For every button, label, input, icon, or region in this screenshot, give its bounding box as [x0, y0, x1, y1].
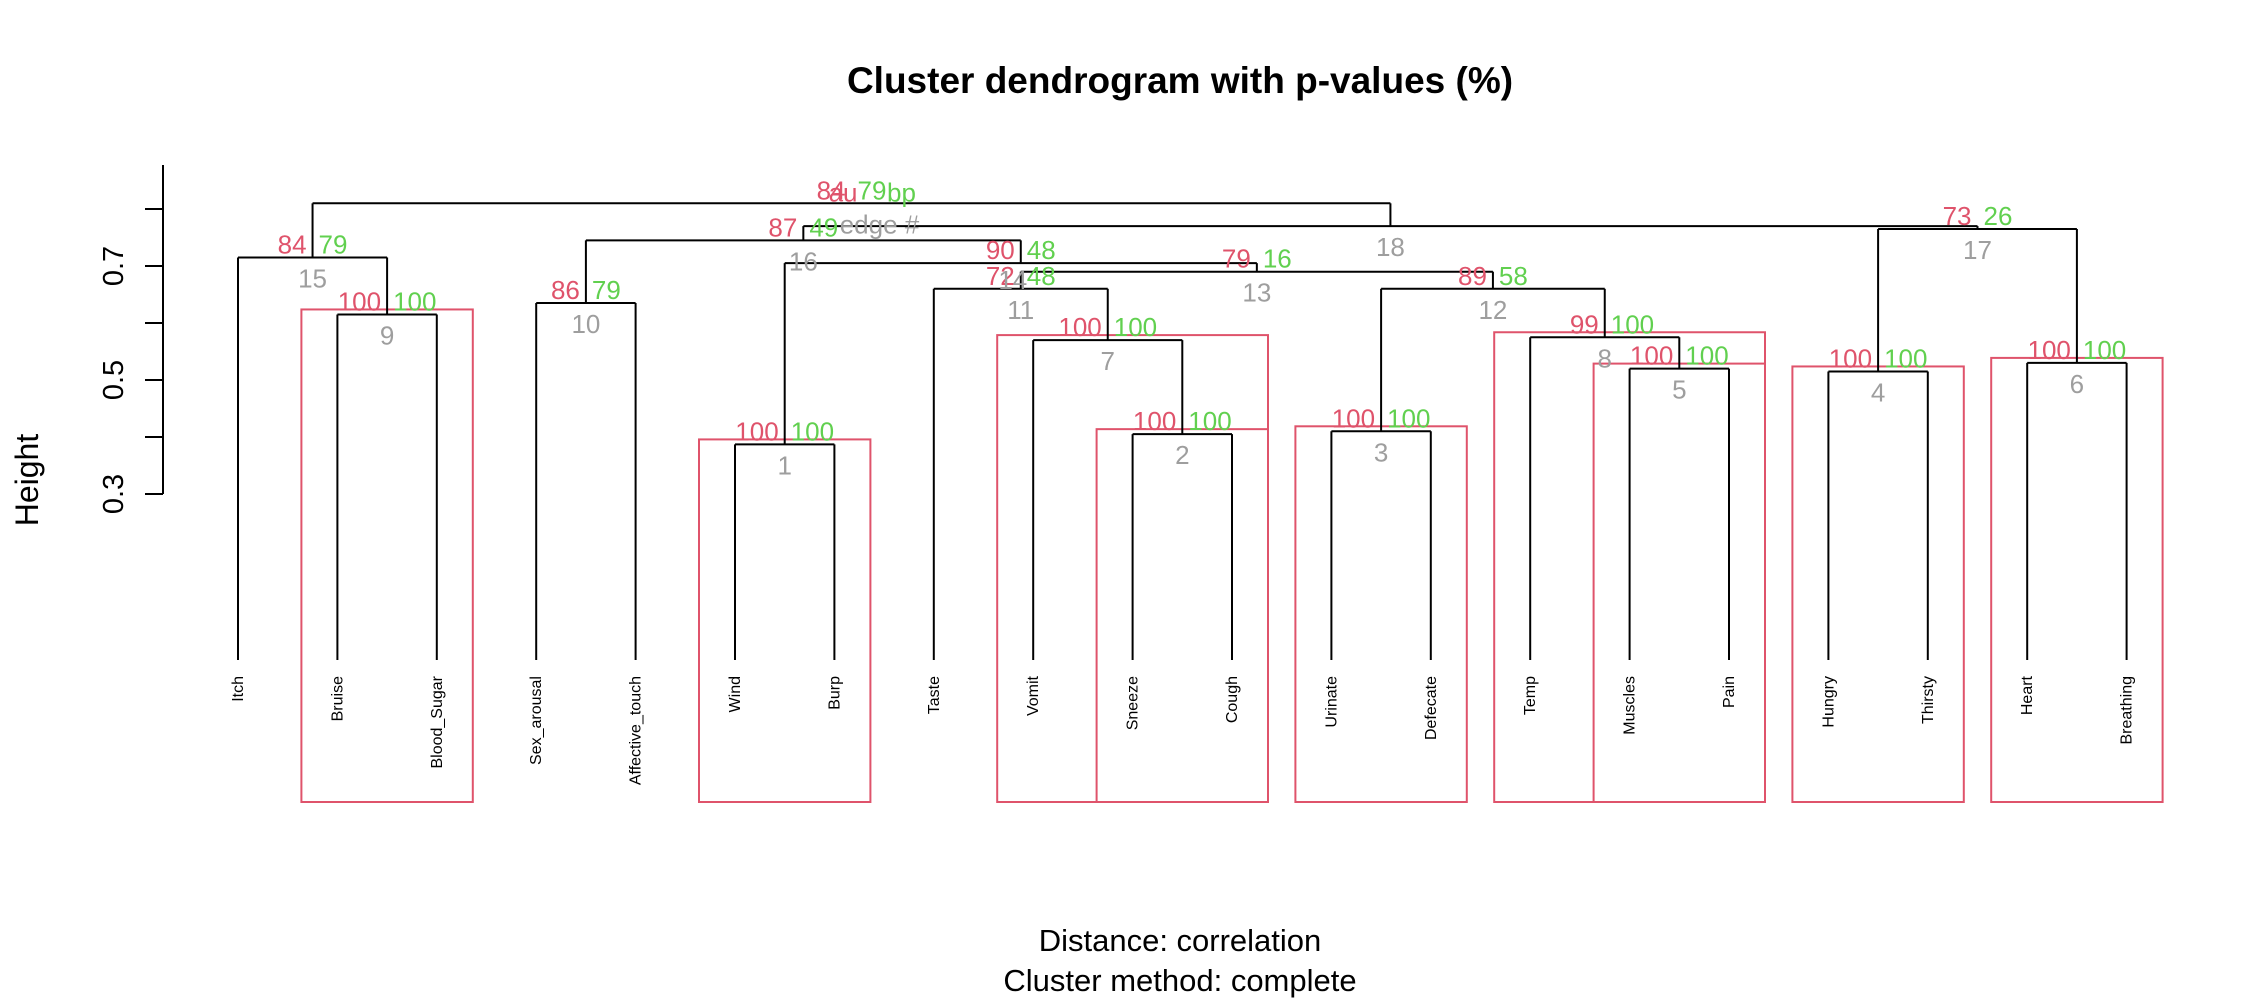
leaf-label: Thirsty [1920, 676, 1937, 724]
edge-number: 10 [571, 309, 600, 339]
edge-number: 17 [1963, 235, 1992, 265]
leaf-label: Sneeze [1125, 676, 1142, 730]
bp-value: 100 [791, 416, 834, 446]
bp-value: 100 [1884, 343, 1927, 373]
leaf-label: Temp [1522, 676, 1539, 715]
edge-number: 8 [1598, 343, 1612, 373]
bp-value: 79 [857, 175, 886, 205]
au-value: 100 [735, 416, 778, 446]
bp-value: 100 [1611, 309, 1654, 339]
leaf-label: Sex_arousal [528, 676, 545, 765]
au-value: 100 [1332, 403, 1375, 433]
y-axis: 0.3 0.5 0.7 [98, 165, 164, 514]
y-tick-label: 0.7 [98, 246, 130, 286]
leaf-label: Burp [826, 676, 843, 710]
y-tick-label: 0.3 [98, 474, 130, 514]
leaf-label: Heart [2019, 675, 2036, 715]
bp-value: 100 [1685, 341, 1728, 371]
au-value: 84 [817, 175, 846, 205]
edge-number: 4 [1871, 377, 1885, 407]
cluster-method-label: Cluster method: complete [1003, 963, 1356, 998]
leaf-label: Vomit [1025, 675, 1042, 716]
edge-number: 15 [298, 263, 327, 293]
cluster-box [1095, 428, 1269, 803]
au-value: 89 [1458, 261, 1487, 291]
au-value: 86 [551, 275, 580, 305]
dendrogram-tree [237, 202, 2128, 660]
bp-value: 100 [1114, 312, 1157, 342]
leaf-label: Muscles [1622, 676, 1639, 735]
leaf-label: Wind [727, 676, 744, 712]
leaf-label: Pain [1721, 676, 1738, 708]
edge-number: 5 [1672, 375, 1686, 405]
leaf-label: Affective_touch [628, 676, 645, 785]
y-tick-label: 0.5 [98, 360, 130, 400]
au-value: 73 [1943, 201, 1972, 231]
cluster-box [1990, 356, 2164, 803]
edge-number: 2 [1175, 440, 1189, 470]
edge-number: 3 [1374, 437, 1388, 467]
leaf-label: Urinate [1323, 676, 1340, 728]
leaf-label: Hungry [1820, 676, 1837, 728]
legend-edge: edge # [840, 209, 920, 239]
legend-bp: bp [887, 177, 916, 207]
leaf-label: Itch [230, 676, 247, 702]
leaf-label: Defecate [1423, 676, 1440, 740]
au-value: 84 [278, 229, 307, 259]
bp-value: 48 [1027, 235, 1056, 265]
au-value: 87 [768, 212, 797, 242]
au-value: 79 [1222, 244, 1251, 274]
leaf-label: Bruise [329, 676, 346, 721]
leaf-label: Breathing [2119, 676, 2136, 745]
cluster-box [1791, 365, 1965, 803]
distance-label: Distance: correlation [1039, 923, 1322, 958]
bp-value: 49 [809, 212, 838, 242]
leaf-label: Cough [1224, 676, 1241, 723]
au-value: 100 [1058, 312, 1101, 342]
bp-value: 16 [1263, 244, 1292, 274]
cluster-boxes [300, 308, 2164, 803]
edge-number: 7 [1101, 346, 1115, 376]
bp-value: 79 [592, 275, 621, 305]
cluster-box [300, 308, 474, 803]
leaf-labels: Itch Bruise Blood_Sugar Sex_arousal Affectiv… [230, 675, 2136, 785]
legend-au: au [829, 177, 858, 207]
bp-value: 48 [1027, 261, 1056, 291]
bp-value: 26 [1984, 201, 2013, 231]
cluster-box [1592, 362, 1766, 803]
chart-title: Cluster dendrogram with p-values (%) [847, 60, 1513, 101]
edge-number: 16 [789, 246, 818, 276]
bp-value: 100 [1188, 406, 1231, 436]
bp-value: 58 [1499, 261, 1528, 291]
edge-number: 18 [1376, 232, 1405, 262]
y-axis-label: Height [9, 434, 45, 527]
edge-number: 11 [1007, 295, 1034, 325]
bp-value: 100 [1387, 403, 1430, 433]
au-value: 100 [2028, 335, 2071, 365]
au-value: 90 [986, 235, 1015, 265]
edge-number: 6 [2070, 369, 2084, 399]
au-value: 99 [1570, 309, 1599, 339]
leaf-label: Blood_Sugar [429, 675, 446, 768]
cluster-box [1294, 425, 1468, 803]
edge-number: 9 [380, 320, 394, 350]
bp-value: 100 [393, 286, 436, 316]
au-value: 100 [1133, 406, 1176, 436]
cluster-box [698, 438, 872, 803]
bp-value: 100 [2083, 335, 2126, 365]
au-value: 72 [986, 261, 1015, 291]
au-value: 100 [1630, 341, 1673, 371]
au-value: 100 [1829, 343, 1872, 373]
edge-number: 1 [777, 450, 791, 480]
bp-value: 79 [319, 229, 348, 259]
au-value: 100 [338, 286, 381, 316]
edge-number: 14 [998, 265, 1027, 295]
edge-number: 13 [1242, 278, 1271, 308]
edge-number: 12 [1478, 295, 1507, 325]
leaf-label: Taste [926, 676, 943, 714]
